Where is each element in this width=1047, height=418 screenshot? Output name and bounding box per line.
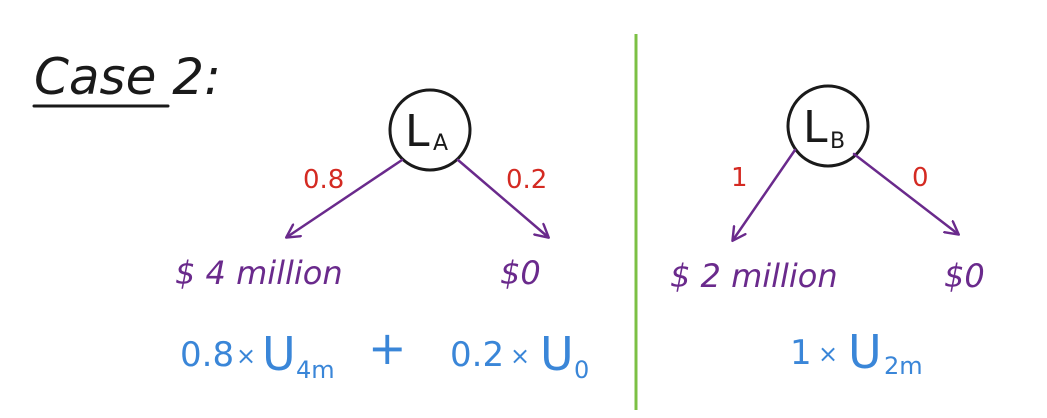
lottery-a-prob-left: 0.8	[303, 165, 344, 195]
lottery-b-outcome-left: $ 2 million	[670, 257, 838, 295]
lottery-b-expected-utility-formula: 1 × U 2m	[790, 325, 923, 380]
lottery-b-right-branch-arrow	[852, 152, 958, 234]
formula-a-coef2: 0.2	[450, 335, 504, 375]
lottery-b-left-branch-arrow	[733, 148, 797, 240]
lottery-b-node-subscript: B	[830, 129, 845, 154]
lottery-b-outcome-right: $0	[944, 257, 985, 295]
lottery-b: L B 1 0 $ 2 million $0 1 × U 2m	[670, 84, 985, 380]
formula-a-times1: ×	[236, 342, 256, 370]
lottery-a-prob-right: 0.2	[506, 165, 547, 195]
lottery-b-prob-left: 1	[731, 163, 748, 193]
lottery-a-outcome-right: $0	[500, 254, 541, 292]
formula-b-coef: 1	[790, 333, 812, 373]
lottery-a-node	[388, 88, 472, 172]
lottery-a-expected-utility-formula: 0.8 × U 4m + 0.2 × U 0	[180, 321, 589, 384]
formula-a-u1-subscript: 4m	[296, 356, 335, 384]
lottery-b-node	[786, 84, 870, 168]
lottery-a-outcome-left: $ 4 million	[175, 254, 343, 292]
lottery-b-node-label: L	[803, 102, 828, 153]
lottery-a-left-branch-arrow	[287, 158, 404, 237]
lottery-a-node-label: L	[405, 106, 430, 157]
formula-a-u2: U	[540, 327, 574, 381]
formula-b-times: ×	[818, 340, 838, 368]
lottery-a: L A 0.8 0.2 $ 4 million $0 0.8 × U 4m + …	[175, 88, 589, 384]
formula-a-plus: +	[368, 321, 407, 375]
formula-a-times2: ×	[510, 342, 530, 370]
formula-b-u: U	[848, 325, 882, 379]
formula-b-u-subscript: 2m	[884, 352, 923, 380]
case-title: Case 2:	[34, 48, 221, 106]
formula-a-u2-subscript: 0	[574, 356, 589, 384]
formula-a-coef1: 0.8	[180, 335, 234, 375]
lottery-a-right-branch-arrow	[456, 158, 548, 237]
lottery-a-node-subscript: A	[433, 131, 448, 156]
lottery-b-prob-right: 0	[912, 163, 929, 193]
formula-a-u1: U	[262, 327, 296, 381]
